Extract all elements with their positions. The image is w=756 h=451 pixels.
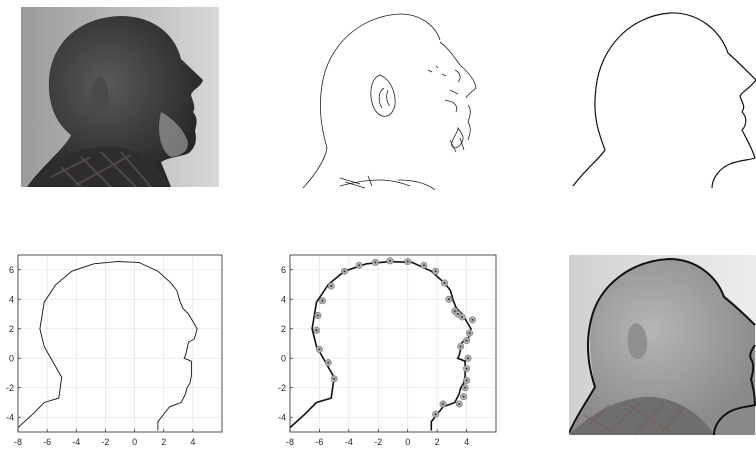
control-point-center	[315, 329, 317, 331]
edge-detection-image	[300, 10, 490, 190]
control-point-center	[466, 340, 468, 342]
y-tick-label: -2	[6, 383, 14, 393]
control-point-center	[469, 332, 471, 334]
head-silhouette-outline	[570, 8, 756, 188]
control-point-center	[389, 260, 391, 262]
y-tick-label: 4	[281, 294, 286, 304]
control-point-center	[321, 300, 323, 302]
x-tick-label: 4	[464, 437, 469, 447]
control-point-center	[463, 396, 465, 398]
control-point-center	[460, 345, 462, 347]
x-tick-label: -8	[286, 437, 294, 447]
control-point-center	[466, 368, 468, 370]
control-point-center	[448, 298, 450, 300]
y-tick-label: 2	[281, 324, 286, 334]
x-tick-label: -2	[101, 437, 109, 447]
y-tick-label: 4	[9, 294, 14, 304]
control-point-center	[461, 316, 463, 318]
control-point-center	[333, 378, 335, 380]
y-tick-label: 0	[281, 353, 286, 363]
x-tick-label: -6	[43, 437, 51, 447]
control-point-center	[330, 285, 332, 287]
control-point-center	[442, 403, 444, 405]
contour-line-plot: -8 -6 -4 -2 0 2 4 6 4 2 0 -2 -4	[0, 245, 230, 451]
y-tick-label: 2	[9, 324, 14, 334]
y-tick-label: -4	[6, 412, 14, 422]
control-point-center	[458, 403, 460, 405]
series-line	[18, 262, 197, 431]
x-tick-label: 2	[161, 437, 166, 447]
x-tick-label: -4	[72, 437, 80, 447]
x-tick-label: -4	[345, 437, 353, 447]
control-point-center	[318, 348, 320, 350]
control-point-center	[343, 270, 345, 272]
y-tick-label: -2	[278, 383, 286, 393]
profile-photo	[21, 7, 219, 187]
axes-box	[18, 255, 222, 432]
control-point-center	[407, 261, 409, 263]
x-tick-label: 4	[190, 437, 195, 447]
control-point-center	[317, 314, 319, 316]
control-point-center	[464, 387, 466, 389]
control-point-center	[423, 264, 425, 266]
x-tick-label: -2	[374, 437, 382, 447]
x-tick-label: 0	[132, 437, 137, 447]
spline-control-points-plot: -8 -6 -4 -2 0 2 4 6 4 2 0 -2 -4	[272, 245, 504, 451]
control-point-center	[466, 379, 468, 381]
x-tick-label: 0	[405, 437, 410, 447]
control-point-center	[374, 261, 376, 263]
y-tick-label: -4	[278, 412, 286, 422]
control-point-center	[471, 319, 473, 321]
photo-contour-overlay	[569, 255, 756, 435]
x-tick-label: -8	[14, 437, 22, 447]
control-point-center	[457, 313, 459, 315]
x-tick-label: -6	[315, 437, 323, 447]
y-tick-label: 6	[9, 265, 14, 275]
control-point-center	[435, 270, 437, 272]
y-tick-label: 6	[281, 265, 286, 275]
control-point-center	[467, 357, 469, 359]
control-point-center	[444, 282, 446, 284]
control-point-center	[327, 362, 329, 364]
control-point-center	[435, 413, 437, 415]
control-point-center	[358, 264, 360, 266]
y-tick-label: 0	[9, 353, 14, 363]
x-tick-label: 2	[435, 437, 440, 447]
